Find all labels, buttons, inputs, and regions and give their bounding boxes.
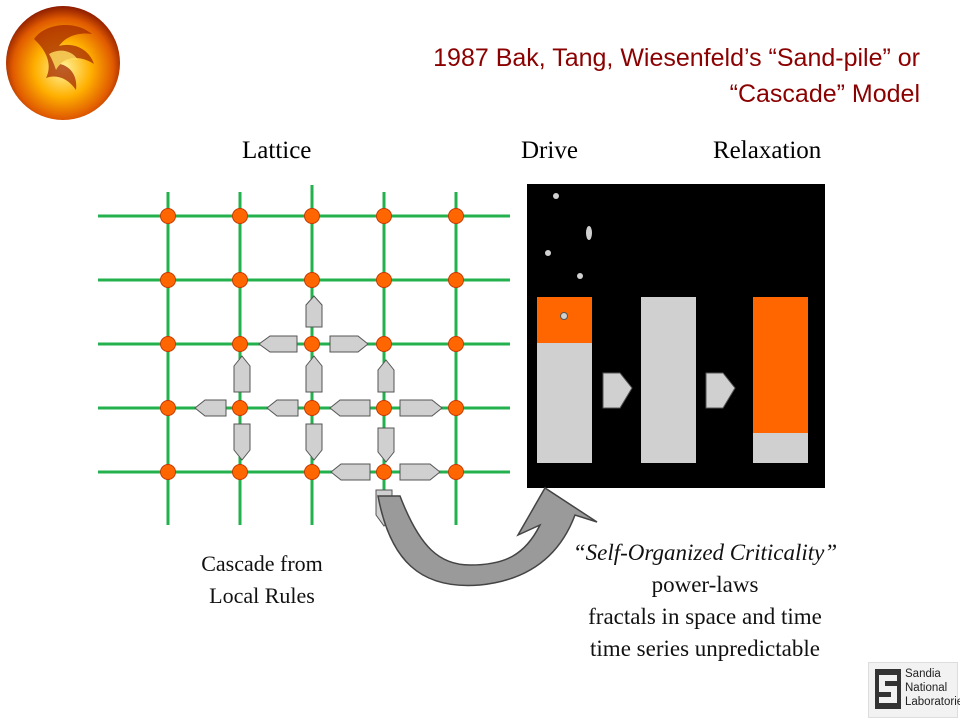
title-line-1: 1987 Bak, Tang, Wiesenfeld’s “Sand-pile”… (433, 44, 920, 72)
cascade-arrow-up (305, 295, 323, 328)
cascade-arrow-left (329, 399, 371, 417)
phoenix-logo-icon (6, 6, 120, 120)
lattice-node (376, 400, 392, 416)
lattice-node (160, 464, 176, 480)
column-relaxation-base (753, 433, 808, 463)
cascade-curved-arrow (377, 486, 598, 587)
lattice-node (160, 272, 176, 288)
lattice-node (448, 336, 464, 352)
cascade-arrow-left (330, 463, 371, 481)
lattice-node (160, 400, 176, 416)
cascade-arrow-right (399, 399, 443, 417)
sand-grain (560, 312, 568, 320)
caption-line-1: Cascade from (201, 551, 323, 576)
lattice-label: Lattice (242, 137, 312, 164)
title-line-2: “Cascade” Model (729, 80, 920, 108)
cascade-arrow-right (329, 335, 369, 353)
sandia-logo: Sandia National Laboratories (868, 662, 960, 718)
lattice-node (232, 464, 248, 480)
relaxation-label: Relaxation (713, 137, 822, 164)
lattice-node (448, 208, 464, 224)
caption-line-2: Local Rules (209, 583, 315, 608)
sandia-line-1: Sandia (905, 668, 941, 680)
lattice-node (232, 272, 248, 288)
slide-title: 1987 Bak, Tang, Wiesenfeld’s “Sand-pile”… (280, 40, 920, 112)
sandia-logo-icon (875, 669, 901, 709)
column-toppled (641, 297, 696, 463)
cascade-arrow-left (194, 399, 227, 417)
lattice-node (232, 208, 248, 224)
column-drive-excess (537, 297, 592, 343)
sand-grain (586, 226, 592, 240)
lattice-node (232, 336, 248, 352)
drive-label: Drive (521, 137, 578, 164)
lattice-node (376, 208, 392, 224)
soc-line-3: time series unpredictable (590, 636, 820, 661)
cascade-arrow-right (399, 463, 441, 481)
lattice-node (448, 400, 464, 416)
lattice-node (376, 272, 392, 288)
sand-grain (545, 250, 551, 256)
cascade-arrow-left (258, 335, 298, 353)
sandia-line-3: Laboratories (905, 696, 960, 708)
soc-text: “Self-Organized Criticality” power-laws … (495, 537, 915, 665)
lattice-node (304, 400, 320, 416)
lattice-node (448, 464, 464, 480)
cascade-arrow-down (305, 423, 323, 461)
lattice-node (304, 208, 320, 224)
lattice-node (160, 208, 176, 224)
lattice-node (304, 336, 320, 352)
cascade-arrow-down (377, 427, 395, 463)
lattice-node (448, 272, 464, 288)
lattice-node (304, 464, 320, 480)
column-relaxation-excess (753, 297, 808, 433)
transition-arrow-1 (602, 372, 633, 409)
soc-line-1: power-laws (651, 572, 759, 597)
cascade-caption: Cascade from Local Rules (162, 548, 362, 612)
lattice-node (304, 272, 320, 288)
soc-title: “Self-Organized Criticality” (572, 540, 838, 565)
cascade-arrow-up (377, 359, 395, 393)
transition-arrow-2 (705, 372, 736, 409)
cascade-arrow-down (233, 423, 251, 461)
sandia-line-2: National (905, 682, 948, 694)
lattice-node (376, 464, 392, 480)
cascade-arrow-up (233, 355, 251, 393)
falling-grains (545, 193, 592, 279)
lattice-node (232, 400, 248, 416)
lattice-grid (98, 185, 510, 525)
sand-grain (553, 193, 559, 199)
lattice-node (160, 336, 176, 352)
sand-grain (577, 273, 583, 279)
column-drive (537, 343, 592, 463)
cascade-arrow-left (266, 399, 299, 417)
lattice-node (376, 336, 392, 352)
soc-line-2: fractals in space and time (588, 604, 822, 629)
cascade-arrow-up (305, 355, 323, 393)
